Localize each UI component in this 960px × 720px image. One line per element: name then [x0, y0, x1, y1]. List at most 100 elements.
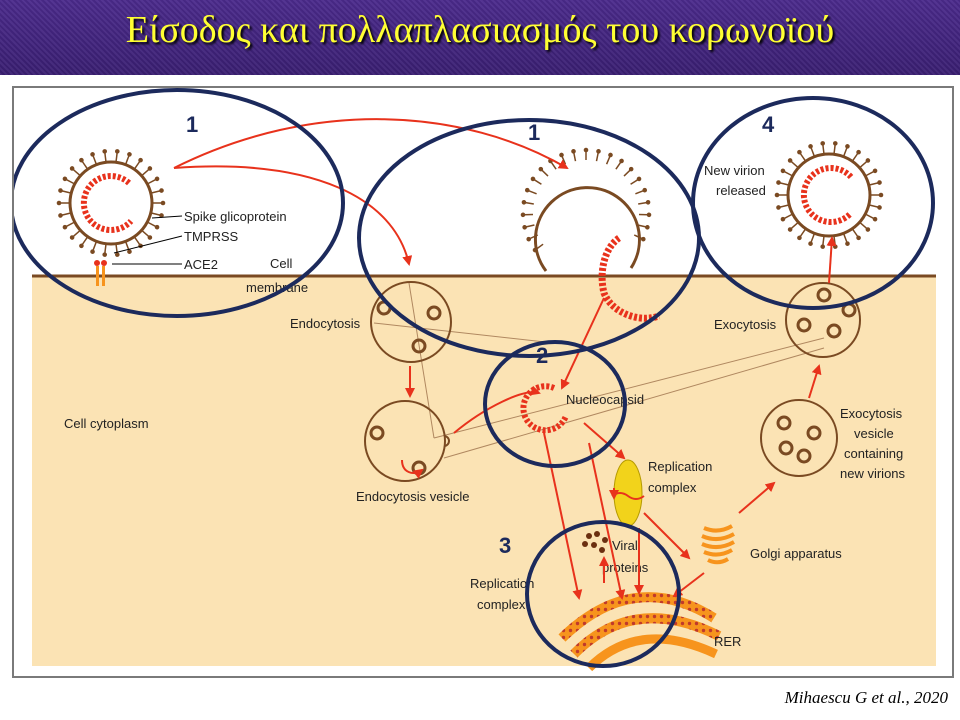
stage-4-circle [691, 96, 935, 310]
spike-icon [840, 232, 852, 248]
spike-icon [88, 240, 100, 256]
stage-number-4: 4 [762, 112, 775, 137]
exocytosis-vesicle-icon [760, 399, 838, 477]
spike-icon [786, 156, 800, 170]
spike-icon [806, 142, 818, 158]
spike-icon [779, 166, 794, 179]
spike-icon [523, 186, 539, 197]
spike-icon [56, 186, 72, 196]
spike-icon [132, 156, 145, 171]
ace2-receptor-icon [94, 260, 107, 286]
spike-icon [536, 165, 551, 179]
spike-glycoprotein-label: Spike glicoprotein [184, 209, 287, 224]
stage-1a-circle [14, 88, 345, 318]
spike-icon [122, 150, 134, 166]
exocytosis-vesicle-label-3: containing [844, 446, 903, 461]
spike-icon [868, 178, 884, 188]
spike-icon [819, 140, 827, 155]
spike-icon [864, 166, 879, 179]
spike-icon [850, 148, 863, 163]
endocytosis-vesicle-label: Endocytosis vesicle [356, 489, 469, 504]
spike-icon [146, 174, 161, 187]
viral-proteins-icon [582, 531, 608, 553]
spike-icon [864, 211, 879, 224]
spike-icon [570, 147, 579, 163]
stage-number-2: 2 [536, 343, 548, 368]
spike-icon [113, 148, 121, 163]
spike-icon [61, 219, 76, 232]
endocytosis-vesicle-icon [370, 281, 452, 363]
spike-icon [850, 227, 863, 242]
viral-proteins-label-1: Viral [612, 538, 638, 553]
exocytosis-label: Exocytosis [714, 317, 777, 332]
spike-icon [582, 146, 590, 161]
stage-number-3: 3 [499, 533, 511, 558]
label-pointers [112, 215, 183, 265]
new-virion-label-2: released [716, 183, 766, 198]
stage-number-1b: 1 [528, 120, 540, 145]
spike-icon [870, 191, 885, 199]
spike-icon [840, 142, 852, 158]
nucleocapsid-label: Nucleocapsid [566, 392, 644, 407]
spike-icon [122, 240, 134, 256]
spike-icon [774, 202, 790, 212]
golgi-icon [701, 524, 735, 565]
spike-icon [621, 165, 636, 179]
citation: Mihaescu G et al., 2020 [784, 688, 948, 707]
exocytosis-vesicle-label-1: Exocytosis [840, 406, 903, 421]
spike-icon [55, 199, 70, 207]
spike-icon [56, 210, 72, 220]
spike-icon [774, 178, 790, 188]
rna-icon [598, 235, 661, 322]
replication-complex-label-3: Replication [470, 576, 534, 591]
exocytosis-vesicle-label-2: vesicle [854, 426, 894, 441]
spike-icon [101, 148, 109, 163]
ace2-label: ACE2 [184, 257, 218, 272]
replication-complex-label-2: complex [648, 480, 697, 495]
spike-icon [88, 150, 100, 166]
spike-icon [150, 186, 166, 196]
replication-complex-label-1: Replication [648, 459, 712, 474]
spike-icon [140, 164, 154, 178]
spike-icon [77, 156, 90, 171]
cell-cytoplasm-label: Cell cytoplasm [64, 416, 149, 431]
rer-label: RER [714, 634, 741, 649]
coronavirus-diagram: Spike glicoprotein TMPRSS ACE2 Cell memb… [14, 88, 936, 672]
new-virion-label-1: New virion [704, 163, 765, 178]
released-virion-icon [773, 140, 885, 250]
spike-icon [773, 191, 788, 199]
spike-icon [831, 140, 839, 155]
spike-icon [633, 186, 649, 197]
spike-icon [779, 211, 794, 224]
spike-icon [521, 222, 536, 231]
spike-icon [68, 228, 82, 242]
slide-title: Είσοδος και πολλαπλασιασμός του κορωνοϊο… [125, 9, 835, 51]
viral-proteins-label-2: proteins [602, 560, 649, 575]
spike-icon [529, 174, 544, 187]
spike-icon [519, 211, 534, 218]
fusing-virion-icon [519, 146, 653, 272]
tmprss-label: TMPRSS [184, 229, 239, 244]
golgi-label: Golgi apparatus [750, 546, 842, 561]
spike-icon [795, 227, 808, 242]
spike-icon [613, 157, 626, 172]
nucleocapsid-icon [520, 383, 569, 434]
spike-icon [786, 220, 800, 234]
spike-icon [806, 232, 818, 248]
replication-complex-label-4: complex [477, 597, 526, 612]
stage-number-1a: 1 [186, 112, 198, 137]
stage-highlight-circles [14, 88, 935, 668]
spike-icon [795, 148, 808, 163]
spike-icon [101, 243, 109, 258]
spike-icon [77, 235, 90, 250]
spike-icon [61, 174, 76, 187]
endocytosis-label: Endocytosis [290, 316, 361, 331]
spike-icon [637, 198, 652, 208]
rer-icon [558, 592, 722, 672]
spike-icon [113, 243, 121, 258]
spike-icon [520, 198, 535, 208]
spike-icon [146, 219, 161, 232]
spike-icon [140, 228, 154, 242]
spike-icon [858, 220, 872, 234]
spike-icon [593, 147, 602, 163]
